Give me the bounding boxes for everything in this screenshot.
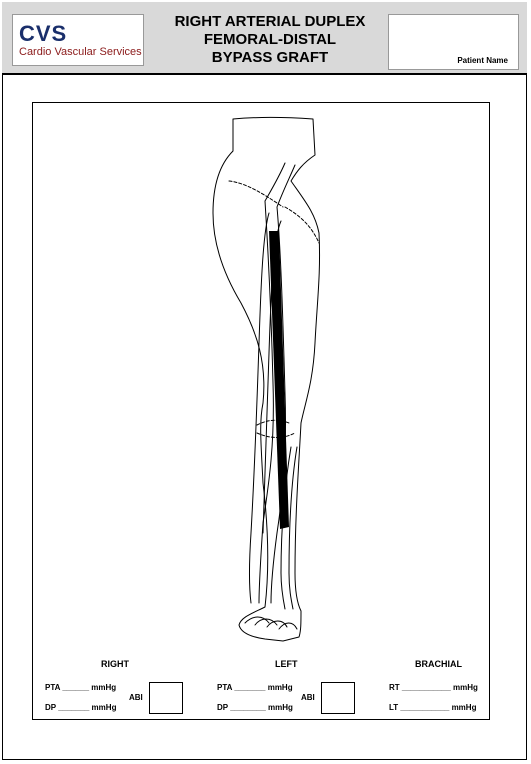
form-title: RIGHT ARTERIAL DUPLEX FEMORAL-DISTAL BYP… (150, 13, 390, 67)
right-dp-field[interactable]: DP _______ mmHg (45, 703, 116, 712)
patient-name-label: Patient Name (457, 56, 508, 65)
title-line-2: FEMORAL-DISTAL (150, 31, 390, 49)
left-dp-field[interactable]: DP ________ mmHg (217, 703, 293, 712)
patient-name-field[interactable]: Patient Name (388, 14, 519, 70)
right-pta-field[interactable]: PTA ______ mmHg (45, 683, 116, 692)
brachial-rt-field[interactable]: RT ___________ mmHg (389, 683, 478, 692)
title-line-1: RIGHT ARTERIAL DUPLEX (150, 13, 390, 31)
title-line-3: BYPASS GRAFT (150, 49, 390, 67)
logo-letters: CVS (19, 21, 67, 47)
brachial-lt-field[interactable]: LT ___________ mmHg (389, 703, 476, 712)
left-heading: LEFT (275, 659, 298, 669)
right-heading: RIGHT (101, 659, 129, 669)
leg-diagram (33, 103, 489, 719)
left-abi-box[interactable] (321, 682, 355, 714)
diagram-panel: RIGHT PTA ______ mmHg DP _______ mmHg AB… (32, 102, 490, 720)
logo: CVS Cardio Vascular Services (12, 14, 144, 66)
left-pta-field[interactable]: PTA _______ mmHg (217, 683, 293, 692)
right-abi-label: ABI (129, 693, 143, 702)
bypass-graft (269, 231, 289, 529)
left-abi-label: ABI (301, 693, 315, 702)
header: CVS Cardio Vascular Services RIGHT ARTER… (2, 2, 527, 74)
right-abi-box[interactable] (149, 682, 183, 714)
brachial-heading: BRACHIAL (415, 659, 462, 669)
header-divider (2, 74, 527, 75)
logo-subtitle: Cardio Vascular Services (19, 46, 142, 58)
